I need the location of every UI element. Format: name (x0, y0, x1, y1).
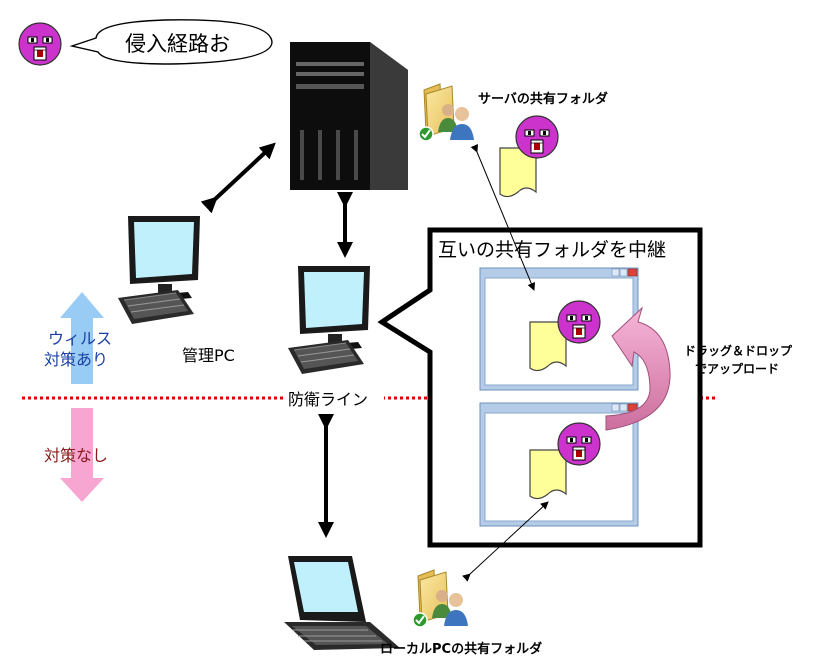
link-arrow (470, 144, 536, 291)
server-share-label: サーバの共有フォルダ (478, 92, 608, 107)
shared-folder-icon (412, 569, 469, 628)
desktop-monitor-icon (287, 265, 371, 375)
unprotected-arrow (60, 408, 104, 502)
protected-label-line1: ウィルス (48, 329, 113, 348)
admin-pc-label: 管理PC (182, 346, 235, 365)
drag-drop-arrow (605, 306, 671, 431)
defense-line-label: 防衛ライン (288, 390, 369, 409)
relay-title: 互いの共有フォルダを中継 (438, 239, 667, 261)
shared-folder-icon (418, 83, 475, 142)
link-arrow (462, 501, 549, 582)
server-icon (290, 42, 408, 190)
speech-bubble-text: 侵入経路お (125, 32, 230, 56)
document-icon (529, 449, 567, 500)
virus-icon (557, 300, 601, 344)
virus-icon (18, 22, 62, 66)
admin-pc-monitor-icon (117, 215, 201, 325)
virus-icon (515, 115, 559, 159)
drag-drop-label-line1: ドラッグ＆ドロップ (684, 344, 793, 358)
virus-icon (557, 422, 601, 466)
drag-drop-label-line2: でアップロード (695, 362, 780, 376)
unprotected-label: 対策なし (44, 446, 109, 465)
protected-arrow (60, 292, 104, 384)
connection-arrow (200, 142, 276, 214)
local-share-label: ローカルPCの共有フォルダ (380, 642, 543, 657)
laptop-icon (284, 556, 400, 650)
protected-label-line2: 対策あり (44, 350, 109, 369)
speech-bubble (69, 19, 273, 65)
